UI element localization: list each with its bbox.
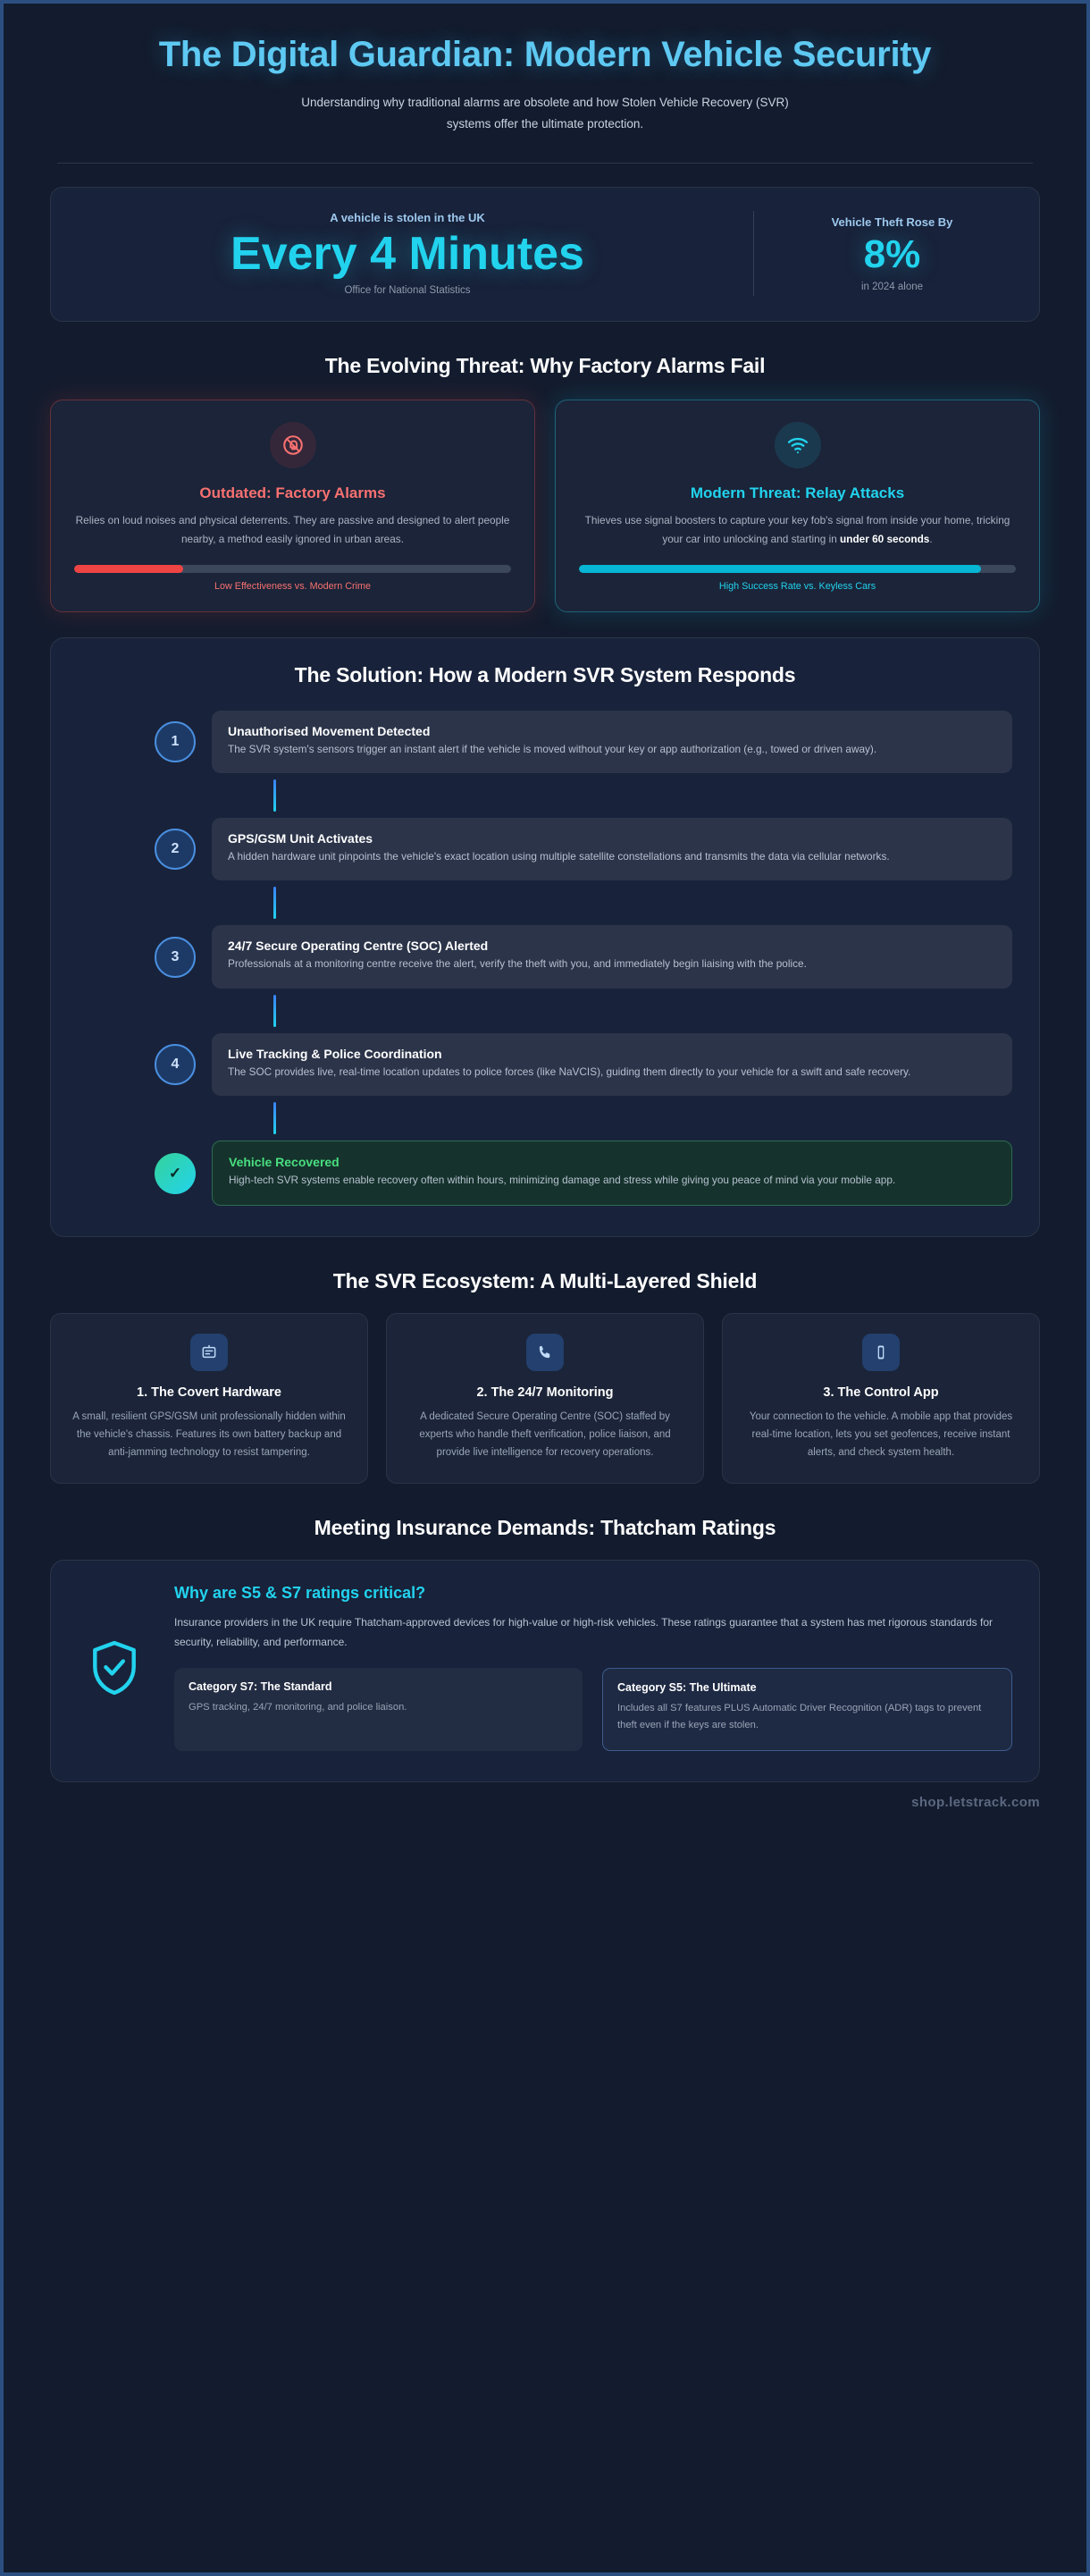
threat-cards: Outdated: Factory Alarms Relies on loud … [4,378,1086,612]
threat-card-relay-attacks: Modern Threat: Relay Attacks Thieves use… [555,400,1040,612]
footer-url[interactable]: shop.letstrack.com [911,1795,1040,1811]
threat-desc-highlight: under 60 seconds [840,532,930,545]
ecosystem-card-desc: A dedicated Secure Operating Centre (SOC… [419,1410,671,1459]
timeline-connector [273,1102,276,1135]
timeline-connector [273,887,276,920]
category-desc: GPS tracking, 24/7 monitoring, and polic… [189,1702,407,1713]
ecosystem-card-title: 2. The 24/7 Monitoring [476,1385,614,1400]
threat-card-title: Outdated: Factory Alarms [199,484,386,502]
wifi-icon [774,422,821,469]
success-rate-bar-caption: High Success Rate vs. Keyless Cars [718,580,876,592]
threat-desc-text-before: Thieves use signal boosters to capture y… [584,514,1010,545]
timeline-step-recovered: ✓ Vehicle Recovered High-tech SVR system… [78,1141,1012,1206]
check-icon: ✓ [155,1152,196,1194]
primary-stat-label: A vehicle is stolen in the UK [330,211,485,225]
timeline-connector [273,994,276,1027]
infographic-page: The Digital Guardian: Modern Vehicle Sec… [4,4,1086,1834]
primary-stat-value: Every 4 Minutes [231,228,584,281]
step-card: GPS/GSM Unit Activates A hidden hardware… [212,817,1012,881]
ecosystem-card-monitoring: 2. The 24/7 Monitoring A dedicated Secur… [386,1312,704,1485]
step-desc: High-tech SVR systems enable recovery of… [229,1174,896,1187]
thatcham-section: Why are S5 & S7 ratings critical? Insura… [4,1540,1086,1783]
shield-check-icon [78,1637,151,1699]
category-title: Category S5: The Ultimate [617,1681,757,1695]
effectiveness-bar-caption: Low Effectiveness vs. Modern Crime [214,580,372,592]
thatcham-body: Why are S5 & S7 ratings critical? Insura… [174,1584,1012,1752]
effectiveness-bar-track [74,564,511,573]
timeline-connector [273,779,276,812]
stat-bar: A vehicle is stolen in the UK Every 4 Mi… [50,187,1040,323]
secondary-stat: Vehicle Theft Rose By 8% in 2024 alone [753,211,1003,297]
bell-off-icon [269,422,316,469]
threat-card-desc: Relies on loud noises and physical deter… [74,511,511,548]
ecosystem-card-title: 1. The Covert Hardware [137,1385,281,1400]
page-header: The Digital Guardian: Modern Vehicle Sec… [4,4,1086,134]
step-card-recovered: Vehicle Recovered High-tech SVR systems … [212,1141,1012,1206]
step-title: Unauthorised Movement Detected [228,723,431,738]
step-desc: The SOC provides live, real-time locatio… [228,1065,911,1078]
thatcham-categories: Category S7: The Standard GPS tracking, … [174,1668,1012,1752]
timeline-step-2: 2 GPS/GSM Unit Activates A hidden hardwa… [78,817,1012,881]
step-card: Live Tracking & Police Coordination The … [212,1032,1012,1097]
step-desc: A hidden hardware unit pinpoints the veh… [228,849,890,863]
solution-heading: The Solution: How a Modern SVR System Re… [294,662,796,686]
smartphone-icon [862,1333,900,1371]
success-rate-bar-fill [579,564,981,573]
secondary-stat-source: in 2024 alone [860,281,924,292]
category-title: Category S7: The Standard [189,1680,332,1694]
solution-timeline: 1 Unauthorised Movement Detected The SVR… [78,710,1012,1206]
step-number-badge: 2 [155,829,196,871]
step-title: Live Tracking & Police Coordination [228,1046,442,1061]
primary-stat: A vehicle is stolen in the UK Every 4 Mi… [87,211,753,296]
ecosystem-heading: The SVR Ecosystem: A Multi-Layered Shiel… [332,1268,758,1292]
effectiveness-bar-fill [74,564,184,573]
hardware-device-icon [190,1333,228,1371]
step-desc: Professionals at a monitoring centre rec… [228,957,807,971]
threat-card-desc: Thieves use signal boosters to capture y… [579,511,1016,548]
primary-stat-source: Office for National Statistics [344,285,471,297]
threat-card-factory-alarms: Outdated: Factory Alarms Relies on loud … [50,400,535,612]
threat-section-heading: The Evolving Threat: Why Factory Alarms … [324,354,766,378]
step-number-badge: 3 [155,936,196,978]
step-desc: The SVR system's sensors trigger an inst… [228,742,877,755]
solution-panel: The Solution: How a Modern SVR System Re… [50,636,1040,1237]
stat-bar-section: A vehicle is stolen in the UK Every 4 Mi… [4,164,1086,323]
ecosystem-card-hardware: 1. The Covert Hardware A small, resilien… [50,1312,368,1485]
timeline-step-4: 4 Live Tracking & Police Coordination Th… [78,1032,1012,1097]
step-card: Unauthorised Movement Detected The SVR s… [212,710,1012,773]
ecosystem-cards: 1. The Covert Hardware A small, resilien… [4,1293,1086,1485]
phone-icon [526,1333,564,1371]
ecosystem-card-desc: Your connection to the vehicle. A mobile… [749,1410,1013,1459]
success-rate-bar-track [579,564,1016,573]
category-desc: Includes all S7 features PLUS Automatic … [617,1703,982,1731]
thatcham-title: Why are S5 & S7 ratings critical? [174,1584,426,1603]
step-title: GPS/GSM Unit Activates [228,830,373,846]
threat-desc-text: Relies on loud noises and physical deter… [75,514,510,545]
ecosystem-card-title: 3. The Control App [823,1385,939,1400]
threat-desc-text-after: . [929,532,933,545]
step-number-badge: 1 [155,720,196,762]
thatcham-panel: Why are S5 & S7 ratings critical? Insura… [50,1560,1040,1783]
timeline-step-3: 3 24/7 Secure Operating Centre (SOC) Ale… [78,925,1012,989]
solution-section: The Solution: How a Modern SVR System Re… [4,612,1086,1237]
step-number-badge: 4 [155,1044,196,1086]
threat-card-title: Modern Threat: Relay Attacks [690,484,905,502]
page-subtitle: Understanding why traditional alarms are… [301,96,789,130]
secondary-stat-label: Vehicle Theft Rose By [831,215,953,230]
step-title: Vehicle Recovered [229,1155,340,1170]
category-card-s5: Category S5: The Ultimate Includes all S… [602,1668,1012,1752]
secondary-stat-value: 8% [863,232,921,277]
ecosystem-card-app: 3. The Control App Your connection to th… [722,1312,1040,1485]
timeline-step-1: 1 Unauthorised Movement Detected The SVR… [78,710,1012,773]
thatcham-heading: Meeting Insurance Demands: Thatcham Rati… [314,1516,776,1540]
page-title: The Digital Guardian: Modern Vehicle Sec… [158,35,932,74]
step-card: 24/7 Secure Operating Centre (SOC) Alert… [212,925,1012,989]
header-divider [57,163,1033,164]
ecosystem-card-desc: A small, resilient GPS/GSM unit professi… [72,1410,346,1459]
category-card-s7: Category S7: The Standard GPS tracking, … [174,1668,583,1752]
step-title: 24/7 Secure Operating Centre (SOC) Alert… [228,939,489,954]
thatcham-desc: Insurance providers in the UK require Th… [174,1616,994,1648]
